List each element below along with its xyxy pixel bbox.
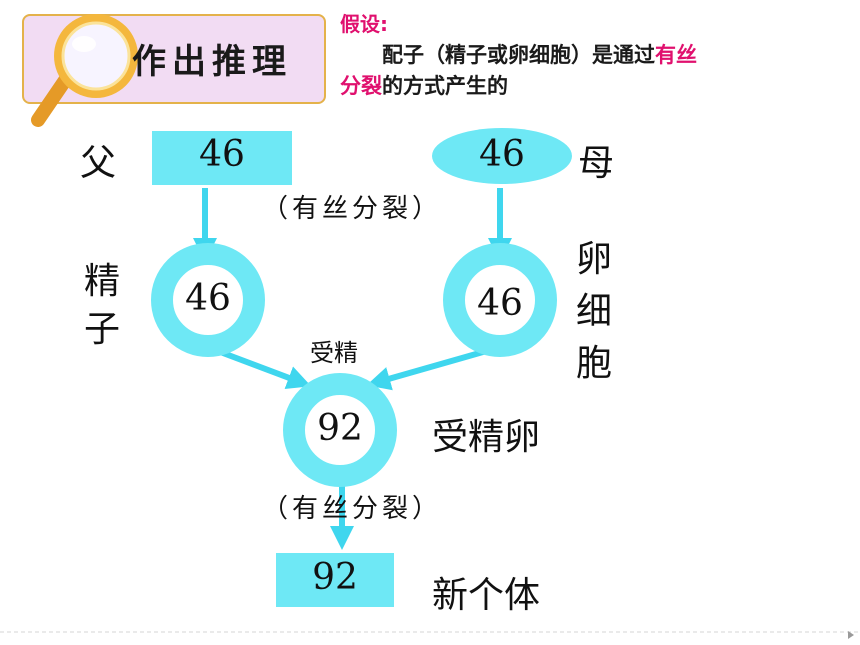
corner-triangle-icon	[848, 631, 854, 639]
magnifier-icon	[31, 14, 138, 127]
father-box	[152, 131, 292, 185]
slide-title: 作出推理	[132, 42, 292, 82]
arrow-egg-to-zygote	[366, 347, 491, 391]
zygote-label: 受精卵	[432, 417, 541, 458]
egg-ring	[443, 243, 557, 357]
new-individual-value: 92	[312, 557, 358, 598]
hypothesis-text-before: 配子（精子或卵细胞）是通过	[382, 43, 655, 67]
hypothesis-highlight-1: 有丝	[655, 43, 697, 67]
division-note-bottom: （有丝分裂）	[262, 494, 443, 524]
hypothesis-label: 假设:	[340, 12, 388, 36]
mother-label: 母	[578, 143, 615, 184]
father-label: 父	[80, 143, 117, 184]
egg-value: 46	[477, 283, 523, 324]
zygote-value: 92	[317, 408, 363, 449]
hypothesis-text-after: 的方式产生的	[382, 74, 508, 98]
new-individual-box	[276, 553, 394, 607]
egg-label: 卵细胞	[576, 239, 613, 384]
sperm-value: 46	[185, 278, 231, 319]
zygote-ring	[283, 373, 397, 487]
fertilization-label: 受精	[310, 339, 358, 367]
hypothesis-text: 配子（精子或卵细胞）是通过有丝分裂的方式产生的	[340, 40, 840, 102]
arrow-sperm-to-zygote	[213, 347, 312, 390]
division-note-top: （有丝分裂）	[262, 194, 443, 224]
mother-value: 46	[479, 134, 525, 175]
new-individual-label: 新个体	[432, 575, 541, 616]
father-value: 46	[199, 134, 245, 175]
hypothesis-highlight-2: 分裂	[340, 74, 382, 98]
sperm-label: 精子	[84, 261, 121, 350]
sperm-ring	[151, 243, 265, 357]
mother-ellipse	[432, 128, 572, 184]
